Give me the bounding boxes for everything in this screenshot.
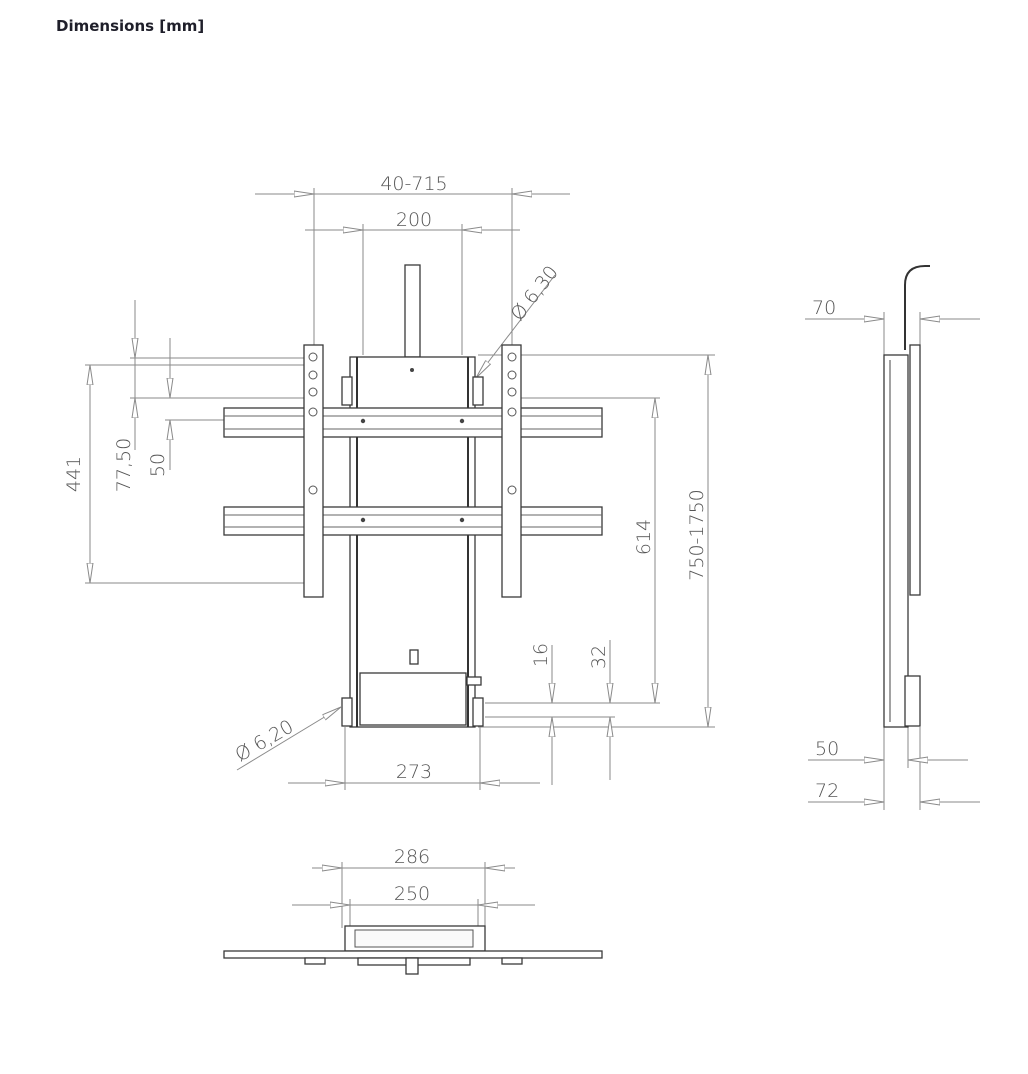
- dim-label-250: 250: [394, 883, 430, 905]
- dim-label-70: 70: [812, 297, 836, 319]
- rail-bolts: [360, 368, 465, 523]
- side-view: 70 50 72: [805, 265, 980, 810]
- mount-structure: [223, 264, 603, 728]
- side-latch: [466, 676, 482, 686]
- bracket: [472, 697, 484, 727]
- dim-label-height-range: 750-1750: [686, 489, 708, 580]
- dimension-lines: [90, 194, 708, 785]
- dim-label-441: 441: [63, 456, 85, 492]
- bracket: [472, 376, 484, 406]
- dim-label-50: 50: [147, 453, 169, 477]
- lower-rail: [223, 506, 603, 536]
- plate-clip: [501, 957, 523, 965]
- dim-label-273: 273: [396, 761, 432, 783]
- dim-label-hole-top: Ø 6,30: [507, 262, 563, 325]
- side-screen-plate: [909, 344, 921, 596]
- plate-clip: [304, 957, 326, 965]
- left-vesa-plate: [303, 344, 324, 598]
- motor-connector: [409, 649, 419, 665]
- bottom-view: 286 250: [223, 846, 603, 975]
- side-dimension-lines: [805, 312, 980, 810]
- dim-label-32: 32: [588, 645, 610, 669]
- right-vesa-plate: [501, 344, 522, 598]
- bottom-rail: [223, 950, 603, 959]
- dim-label-width-inner: 200: [396, 209, 432, 231]
- plate-holes: [308, 352, 517, 495]
- side-pole: [904, 265, 930, 350]
- dim-label-width-range: 40-715: [380, 173, 447, 195]
- dim-label-614: 614: [633, 519, 655, 555]
- pole-stub: [405, 957, 419, 975]
- bracket: [341, 697, 353, 727]
- bracket: [341, 376, 353, 406]
- page-title: Dimensions [mm]: [56, 17, 205, 35]
- bottom-motor-box: [359, 672, 467, 726]
- upper-rail: [223, 407, 603, 438]
- dim-label-286: 286: [394, 846, 430, 868]
- side-motor-box: [904, 675, 921, 727]
- dim-label-72: 72: [815, 780, 839, 802]
- column-inner-section: [354, 929, 474, 948]
- dim-label-side-50: 50: [815, 738, 839, 760]
- dim-label-hole-bottom: Ø 6,20: [232, 716, 298, 767]
- dim-label-16: 16: [530, 643, 552, 667]
- front-view: 40-715 200 Ø 6,30 441 77,50 50 614 750-1…: [63, 173, 715, 790]
- side-column: [883, 354, 909, 728]
- bottom-dimension-lines: [292, 862, 535, 928]
- dim-label-77-50: 77,50: [113, 438, 135, 492]
- top-pole: [404, 264, 421, 358]
